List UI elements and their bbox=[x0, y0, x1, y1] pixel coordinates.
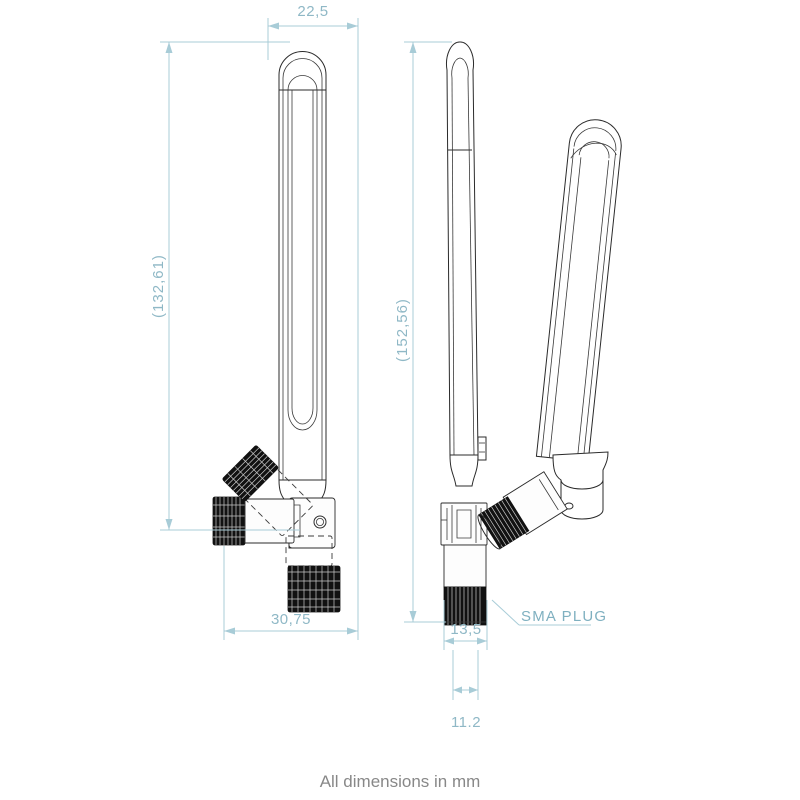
front-hinge-pivot-inner bbox=[315, 518, 324, 527]
dim-height-side-arrow-bottom bbox=[409, 611, 417, 622]
connector-a-neck bbox=[294, 504, 301, 538]
side-wall-right bbox=[467, 77, 475, 456]
iso-nut-end-ellipse bbox=[477, 514, 502, 550]
dim-width-connector-text: 13,5 bbox=[450, 621, 481, 638]
front-connector-45deg bbox=[222, 445, 313, 536]
front-elevation-antenna bbox=[212, 50, 341, 613]
dim-height-front-arrow-bottom bbox=[165, 519, 173, 530]
dim-width-top-arrow-right bbox=[347, 22, 358, 30]
front-connector-horizontal bbox=[212, 496, 301, 546]
dim-width-connector-arrow-left bbox=[444, 637, 454, 645]
side-detent-tab bbox=[477, 436, 487, 461]
side-hinge-clevis bbox=[440, 502, 488, 546]
iso-knurl-lines bbox=[481, 498, 527, 548]
sma-plug-label: SMA PLUG bbox=[521, 608, 607, 625]
side-knurl-lines bbox=[447, 587, 481, 625]
dim-height-front-arrow-top bbox=[165, 42, 173, 53]
iso-dome-offset-2 bbox=[578, 141, 610, 159]
side-wall-left bbox=[451, 77, 455, 456]
side-plug-barrel bbox=[443, 544, 487, 588]
annotation-sma-plug: SMA PLUG bbox=[491, 599, 607, 626]
iso-wall-right bbox=[582, 152, 616, 462]
dim-width-top-text: 22,5 bbox=[297, 3, 328, 20]
dim-width-thread-arrow-left bbox=[453, 686, 462, 694]
iso-dome-offset-1 bbox=[573, 127, 617, 151]
side-neck-taper bbox=[449, 454, 479, 487]
connector-a-knurl-lines bbox=[213, 497, 245, 545]
drawing-caption: All dimensions in mm bbox=[320, 772, 481, 791]
iso-wall-left-2 bbox=[548, 157, 582, 458]
dimension-width-bottom: 30,75 bbox=[223, 500, 359, 640]
dim-width-thread-arrow-right bbox=[469, 686, 478, 694]
side-tip-offset bbox=[451, 57, 469, 79]
dim-height-front-text: (132,61) bbox=[150, 254, 167, 318]
dim-width-bottom-arrow-right bbox=[347, 627, 358, 635]
dim-width-connector-arrow-right bbox=[477, 637, 487, 645]
dimension-height-side: (152,56) bbox=[394, 41, 452, 623]
iso-base-housing bbox=[552, 451, 609, 520]
dimension-width-top: 22,5 bbox=[267, 3, 359, 500]
iso-connector-folded bbox=[477, 471, 568, 550]
front-hinge-pivot-hole bbox=[313, 515, 327, 529]
connector-c-knurl-lines bbox=[288, 566, 340, 612]
dim-height-side-arrow-top bbox=[409, 42, 417, 53]
front-body-outline bbox=[278, 50, 327, 481]
front-dome-offset-1 bbox=[282, 58, 323, 79]
dim-width-thread-text: 11.2 bbox=[451, 714, 481, 731]
iso-base-ellipse-top bbox=[560, 479, 604, 490]
front-connector-vertical bbox=[285, 535, 341, 613]
dimension-width-thread: 11.2 bbox=[451, 650, 481, 731]
iso-connector-step bbox=[538, 479, 559, 511]
isometric-antenna bbox=[477, 119, 622, 550]
side-body-outline bbox=[446, 41, 479, 456]
front-dome-offset-2 bbox=[287, 75, 318, 91]
front-inner-element bbox=[287, 90, 318, 431]
dim-width-bottom-arrow-left bbox=[224, 627, 235, 635]
connector-c-knurled-nut bbox=[287, 565, 341, 613]
dim-width-top-arrow-left bbox=[268, 22, 279, 30]
iso-wall-left bbox=[540, 148, 575, 457]
dimension-height-front: (132,61) bbox=[150, 41, 300, 531]
dim-width-bottom-text: 30,75 bbox=[271, 611, 311, 628]
iso-wall-right-2 bbox=[576, 160, 610, 461]
dimension-width-connector: 13,5 bbox=[443, 600, 488, 650]
front-inner-element-2 bbox=[291, 90, 314, 425]
side-elevation-antenna bbox=[440, 41, 488, 626]
iso-cap-perspective bbox=[570, 142, 617, 159]
sma-plug-leader-line bbox=[491, 599, 520, 626]
connector-b-knurl-lines bbox=[224, 447, 277, 500]
dim-height-side-text: (152,56) bbox=[394, 298, 411, 362]
